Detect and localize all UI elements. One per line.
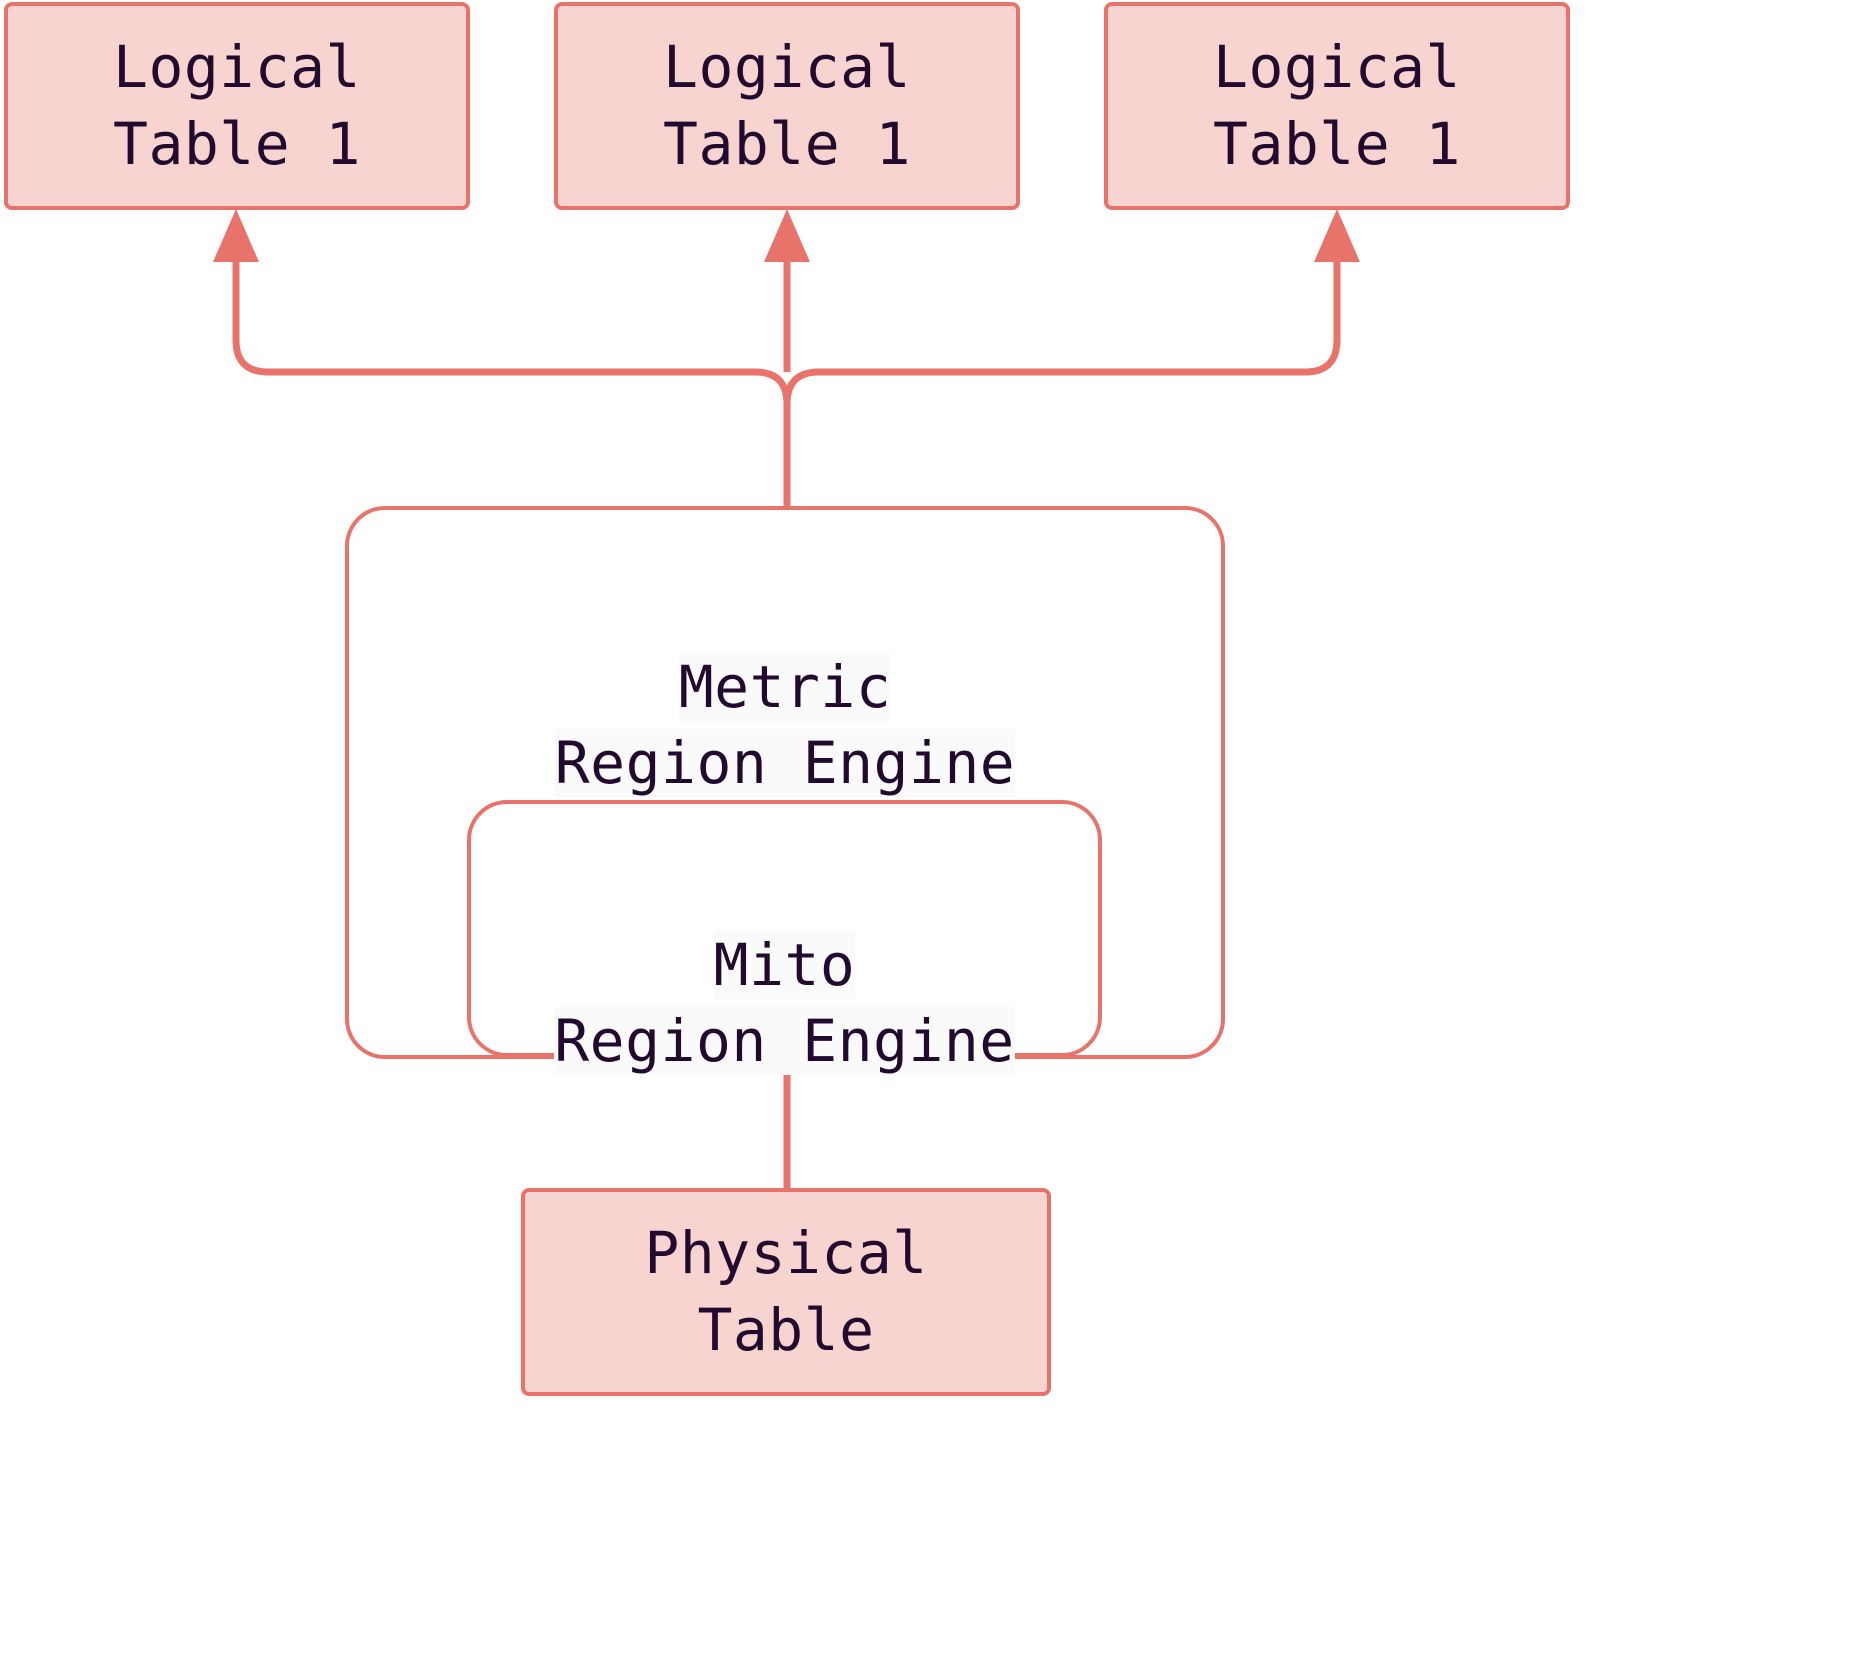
arrowhead-logical-table-1c xyxy=(1314,209,1360,262)
node-mito-region-engine[interactable]: Mito Region Engine xyxy=(467,800,1102,1076)
node-mito-region-engine-label: Mito Region Engine xyxy=(471,850,1098,1080)
node-mito-region-engine-label-text: Mito Region Engine xyxy=(554,930,1015,1076)
node-logical-table-1c[interactable]: Logical Table 1 xyxy=(1104,2,1570,210)
node-logical-table-1c-label: Logical Table 1 xyxy=(1213,33,1461,178)
node-logical-table-1b[interactable]: Logical Table 1 xyxy=(554,2,1020,210)
node-logical-table-1a[interactable]: Logical Table 1 xyxy=(4,2,470,210)
arrowhead-logical-table-1a xyxy=(213,209,259,262)
node-metric-region-engine-label: Metric Region Engine xyxy=(349,572,1221,802)
edge-bus-right xyxy=(783,240,1341,430)
edge-bus-left xyxy=(232,240,791,430)
node-logical-table-1b-label: Logical Table 1 xyxy=(663,33,911,178)
node-physical-table-label: Physical Table xyxy=(644,1219,928,1364)
node-logical-table-1a-label: Logical Table 1 xyxy=(113,33,361,178)
node-physical-table[interactable]: Physical Table xyxy=(521,1188,1051,1396)
node-metric-region-engine-label-text: Metric Region Engine xyxy=(554,652,1016,798)
arrowhead-logical-table-1b xyxy=(764,209,810,262)
